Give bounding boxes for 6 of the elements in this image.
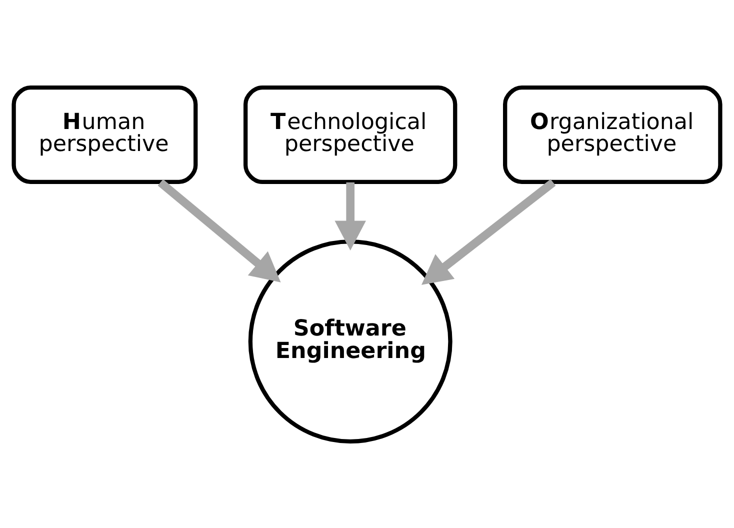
- node-box: Technological perspective: [243, 84, 458, 184]
- node-box: Human perspective: [12, 84, 198, 184]
- arrow: [158, 178, 281, 282]
- arrow: [334, 182, 366, 250]
- arrow: [421, 178, 556, 284]
- node-box: Organizational perspective: [503, 84, 722, 184]
